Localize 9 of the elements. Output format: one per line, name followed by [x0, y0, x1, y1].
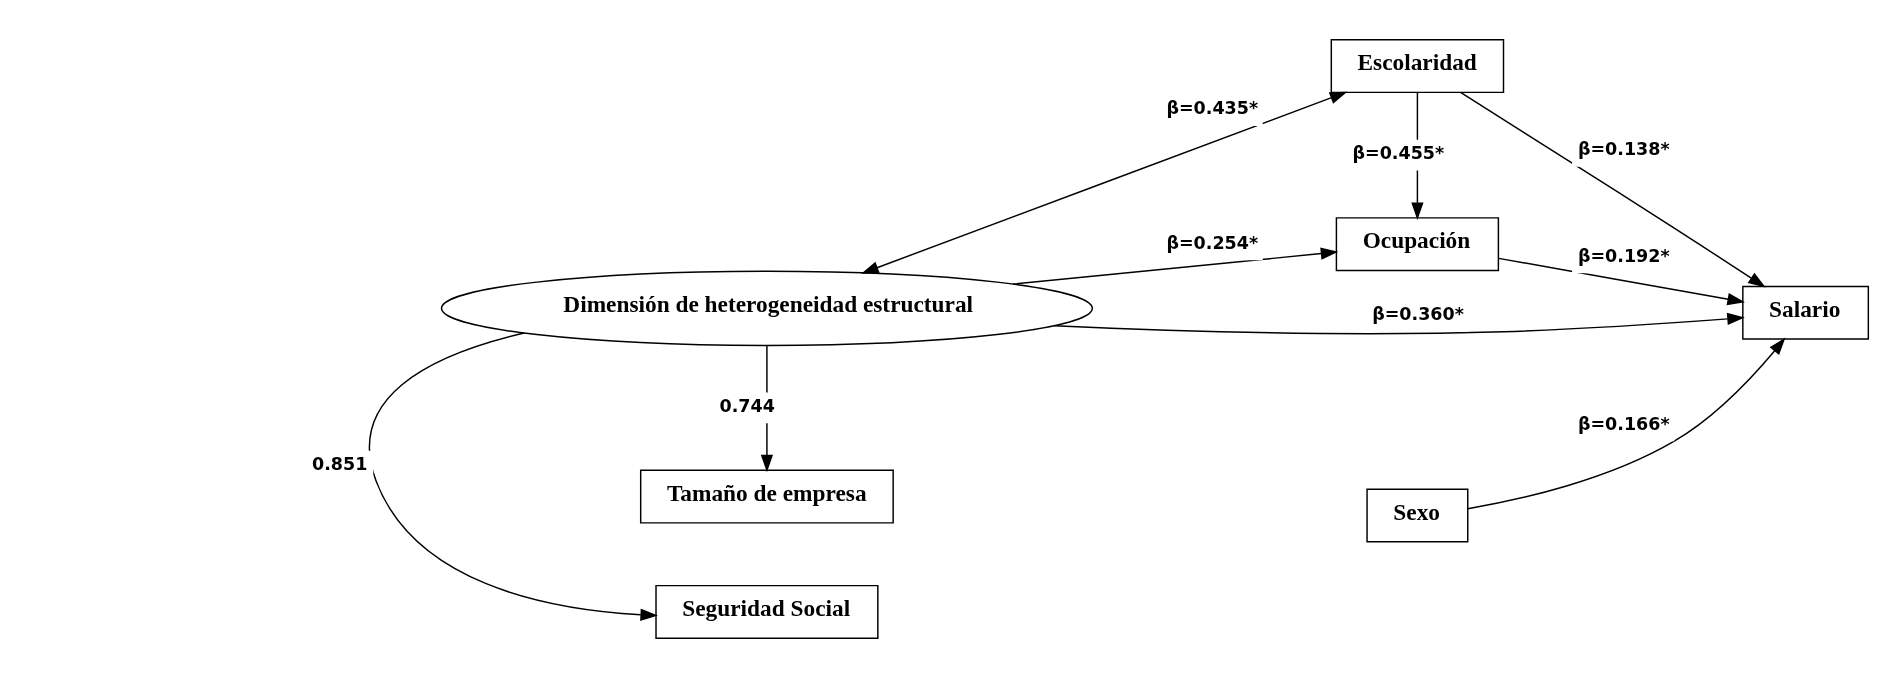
edge-label: β=0.138* — [1577, 139, 1670, 160]
edge-label: β=0.360* — [1372, 304, 1464, 325]
edge-label: 0.851 — [311, 453, 368, 474]
edge-label: 0.744 — [719, 395, 775, 416]
edge-label: β=0.166* — [1577, 413, 1670, 434]
edge-label: β=0.455* — [1352, 142, 1445, 163]
edge-label: β=0.254* — [1166, 232, 1259, 253]
edge-label: β=0.435* — [1166, 98, 1259, 119]
edge-label: β=0.192* — [1577, 245, 1670, 266]
